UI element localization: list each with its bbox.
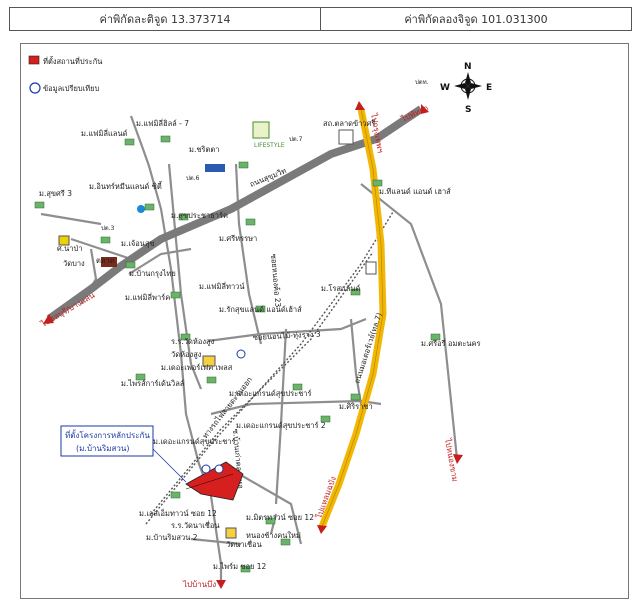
road-railway-label: ทางรถไฟสายตะวันออก: [200, 375, 254, 440]
legend-reference-icon: [29, 82, 41, 94]
compass-w: W: [440, 83, 450, 93]
temple-icon: [202, 355, 216, 367]
place-school: ร.ร.วัดห้องสูง: [171, 337, 215, 346]
place-ms-srisuk: ม.ศรีอรี่ อมตะนคร: [421, 338, 481, 348]
place-ms-family-park: ม.แฟมิลี่พาร์ค: [125, 292, 170, 302]
school-icon: [58, 235, 70, 246]
latitude-cell: ค่าพิกัดละติจูด 13.373714: [99, 13, 231, 26]
legend-site-swatch: [28, 55, 40, 65]
temple2-icon: [225, 527, 237, 539]
dir-pattaya: ไปพัทยา: [399, 103, 430, 124]
place-ms-sriracha: ม.ศิริราชา: [339, 402, 373, 411]
place-pit: ปต.3: [101, 225, 115, 232]
road-soi3-label: ซอยนอนไม้-ทุ่งรวง 3: [253, 329, 321, 342]
place-ms-baan: ม.ไพร์ม ซอย 12: [213, 562, 267, 571]
lifestyle-logo-icon: [252, 121, 270, 139]
place-ms-mitr: ม.มิตรทาวน์ ซอย 12: [246, 513, 314, 522]
market-icon: [101, 257, 117, 267]
project-site-marker[interactable]: [185, 461, 244, 501]
location-map[interactable]: ที่ตั้งสถานที่ประกัน ข้อมูลเปรียบเทียบ N…: [20, 43, 629, 599]
dir-chonburi: ไปชลบุรี/บางแสน: [39, 290, 97, 329]
road-soi23-label: ซอยหนองค้อ 23: [269, 253, 283, 307]
place-pk1: ปต.6: [186, 175, 200, 182]
place-ms-sukpracha: ม.สุขประชาธาร์ค: [171, 211, 228, 220]
place-ms-rosa: ม.โรสแล้นด์: [321, 284, 361, 293]
place-ms-grand3: ม.เดอะแกรนด์สุขประชาร์: [153, 437, 236, 446]
place-market: ตลาด: [96, 256, 115, 265]
place-ms-sri: ม.ชริตตา: [189, 145, 219, 154]
legend: ที่ตั้งสถานที่ประกัน ข้อมูลเปรียบเทียบ: [28, 55, 102, 94]
place-ms-grand1: ม.เดอะแกรนด์สุขประชาร์: [229, 389, 312, 398]
reference-marker-2[interactable]: [214, 464, 224, 474]
place-ms-banchuang: ม.บ้านกรุงไทย: [129, 269, 176, 278]
compass-n: N: [464, 62, 472, 72]
legend-reference-label: ข้อมูลเปรียบเทียบ: [43, 84, 100, 93]
place-ms-jansuk: ม.เจ้อนสุข: [121, 239, 155, 248]
place-temple2: วัดนาเชื่อน: [226, 539, 262, 549]
place-lifestyle: LIFESTYLE: [254, 142, 285, 149]
place-watbang: วัดบาง: [63, 259, 85, 268]
hospital-icon: [338, 129, 354, 145]
place-ms-family: ม.แฟมิลี่แลนด์: [81, 128, 128, 138]
coordinate-table: ค่าพิกัดละติจูด 13.373714 ค่าพิกัดลองจิจ…: [9, 7, 632, 31]
village-icons: [34, 135, 441, 573]
tollgate-icon: [365, 261, 377, 275]
place-ms-prim2: ม.บ้านริมสวน 2: [146, 533, 198, 542]
local-roads: [40, 115, 459, 584]
place-pk2: ปต.7: [289, 136, 303, 143]
railway-line: [145, 211, 394, 525]
place-nongchang: หนองช้างคนใหม่: [246, 531, 301, 540]
place-ms-grand2: ม.เดอะแกรนด์สุขประชาร์ 2: [236, 421, 326, 430]
place-ms-phonkhon: ม.เดอะเพอร์เฟค เพลส: [161, 363, 233, 372]
place-temple1: วัดห้องสูง: [171, 350, 202, 359]
place-ms-ds: ม.แฟมิลี่ฮิลล์ - 7: [136, 118, 189, 128]
place-pt: ปตท.: [415, 79, 429, 86]
landmark-icons: [58, 121, 377, 539]
longitude-cell: ค่าพิกัดลองจิจูด 101.031300: [320, 8, 631, 30]
place-ms-suksri: ม.สุขศรี 3: [39, 189, 72, 198]
site-callout-line1: ที่ตั้งโครงการหลักประกัน: [65, 429, 150, 440]
place-ms-resort: ม.ศรีหรรษา: [219, 234, 257, 243]
place-ms-raksuk: ม.รักสุขแลนด์ แอนด์เฮ้าส์: [219, 305, 302, 314]
legend-site-label: ที่ตั้งสถานที่ประกัน: [43, 56, 102, 66]
place-police: ศ.นาป่า: [57, 244, 82, 253]
compass-rose: N E S W: [440, 62, 492, 115]
place-ms-land: ม.ทีแลนด์ แอนด์ เฮาส์: [379, 187, 451, 196]
site-callout-line2: (ม.บ้านริมสวน): [76, 444, 130, 453]
compass-e: E: [486, 83, 492, 93]
place-ms-family-town: ม.แฟมิลี่ทาวน์: [199, 281, 245, 291]
site-callout-box: [60, 425, 154, 457]
place-hospital: สถ.ตลาดข้าวศรี: [323, 119, 375, 128]
place-ms-tohfai: ม.ไพรส์การ์เด้นวิลล์: [121, 379, 184, 388]
dir-banbueng: ไปบ้านบึง: [182, 580, 216, 589]
direction-arrows: [43, 101, 463, 589]
place-ms-miracle: ม.อินทร์หมืนแลนด์ ซิตี้: [89, 181, 163, 191]
compass-s: S: [465, 105, 471, 115]
reference-marker-1[interactable]: [201, 464, 211, 474]
store-icon: [205, 164, 225, 172]
reference-marker-3[interactable]: [236, 349, 246, 359]
place-school2: ร.ร.วัดนาเชื่อน: [171, 520, 220, 530]
fuel-icon: [137, 205, 145, 213]
map-canvas[interactable]: ที่ตั้งสถานที่ประกัน ข้อมูลเปรียบเทียบ N…: [21, 44, 628, 598]
place-ms-tao: ม.เอสเอ็มทาวน์ ซอย 12: [139, 508, 217, 518]
